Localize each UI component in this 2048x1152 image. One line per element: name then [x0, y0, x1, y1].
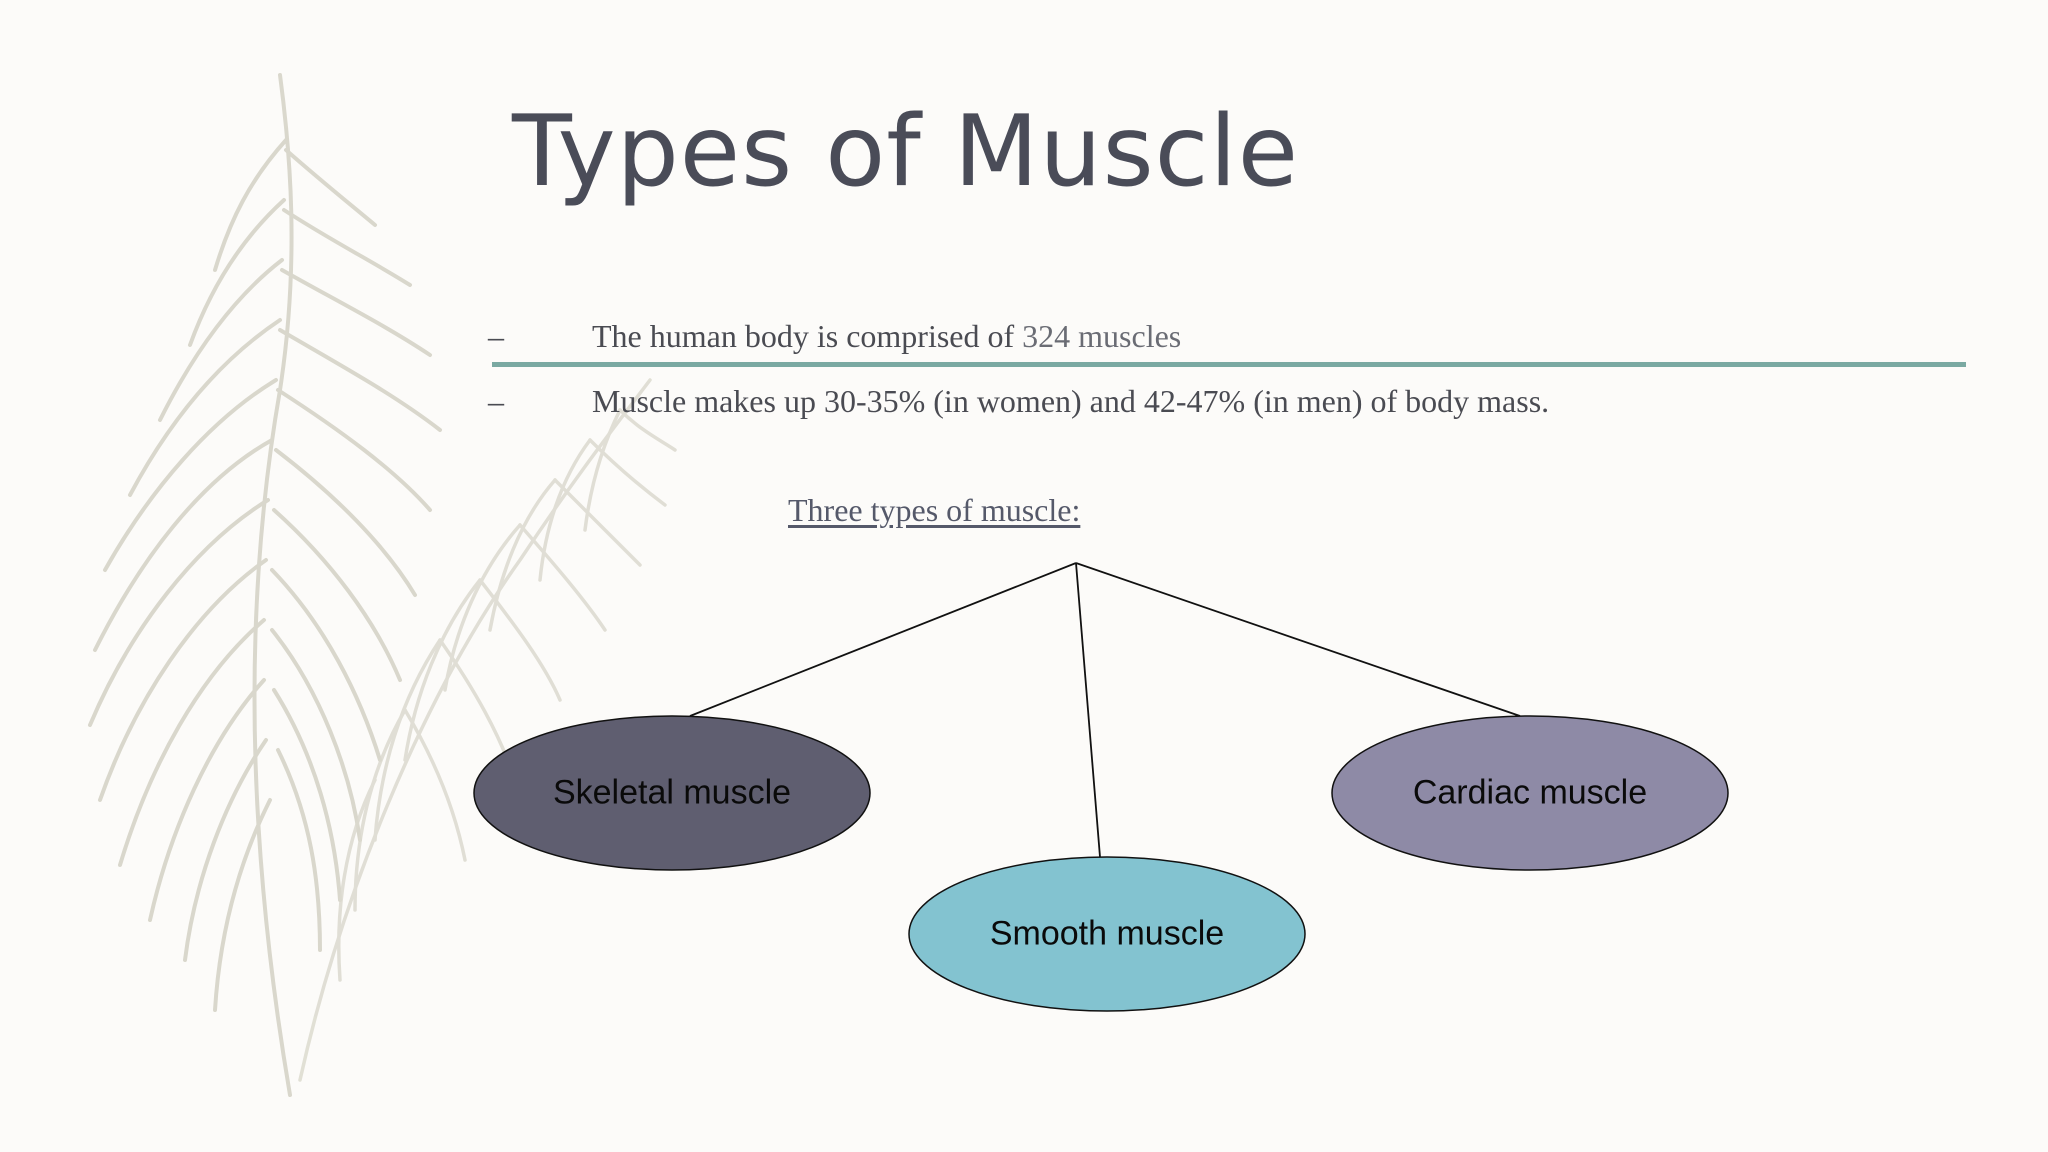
edge-root-smooth	[1075, 562, 1101, 858]
node-label-cardiac: Cardiac muscle	[1412, 773, 1648, 812]
edge-root-skeletal	[689, 562, 1077, 717]
slide-title: Types of Muscle	[512, 95, 1300, 209]
node-smooth-muscle	[908, 856, 1306, 1012]
node-label-skeletal: Skeletal muscle	[552, 773, 792, 812]
bullet-text-main: The human body is comprised of	[592, 318, 1023, 354]
bullet-text: Muscle makes up 30-35% (in women) and 42…	[592, 383, 1550, 419]
diagram-heading: Three types of muscle:	[788, 492, 1081, 528]
bullet-text-tail: 324 muscles	[1022, 318, 1182, 354]
node-label-smooth: Smooth muscle	[989, 914, 1225, 953]
accent-divider	[492, 362, 1966, 367]
bullet-dash: –	[488, 383, 504, 419]
node-cardiac-muscle	[1331, 715, 1729, 871]
node-skeletal-muscle	[473, 715, 871, 871]
bullet-text: The human body is comprised of 324 muscl…	[592, 318, 1181, 355]
edge-root-cardiac	[1075, 562, 1521, 717]
bullet-dash: –	[488, 318, 504, 354]
